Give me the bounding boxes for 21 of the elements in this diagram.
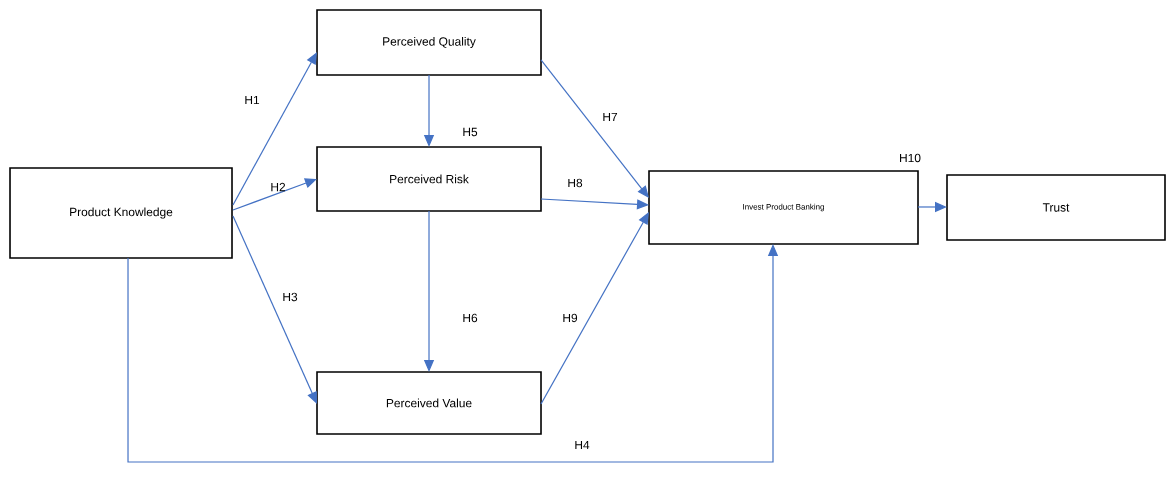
arrow [540,59,649,198]
edge-label: H3 [283,292,298,302]
edge-label: H5 [463,127,478,137]
edge-label: H8 [568,178,583,188]
edge-label: H6 [463,313,478,323]
edge-label: H4 [575,440,590,450]
arrow [232,215,317,404]
arrow [540,212,649,405]
concept-box: Perceived Quality [316,9,542,76]
concept-box: Trust [946,174,1166,241]
concept-box: Perceived Value [316,371,542,435]
arrow [232,178,317,211]
edge-label: H1 [245,95,260,105]
edge-label: H10 [900,153,921,163]
edge-label: H7 [603,112,618,122]
concept-box: Product Knowledge [9,167,233,259]
arrow [540,198,649,210]
concept-box: Perceived Risk [316,146,542,212]
arrow [232,52,317,206]
edge-label: H9 [563,313,578,323]
edge-label: H2 [271,182,286,192]
